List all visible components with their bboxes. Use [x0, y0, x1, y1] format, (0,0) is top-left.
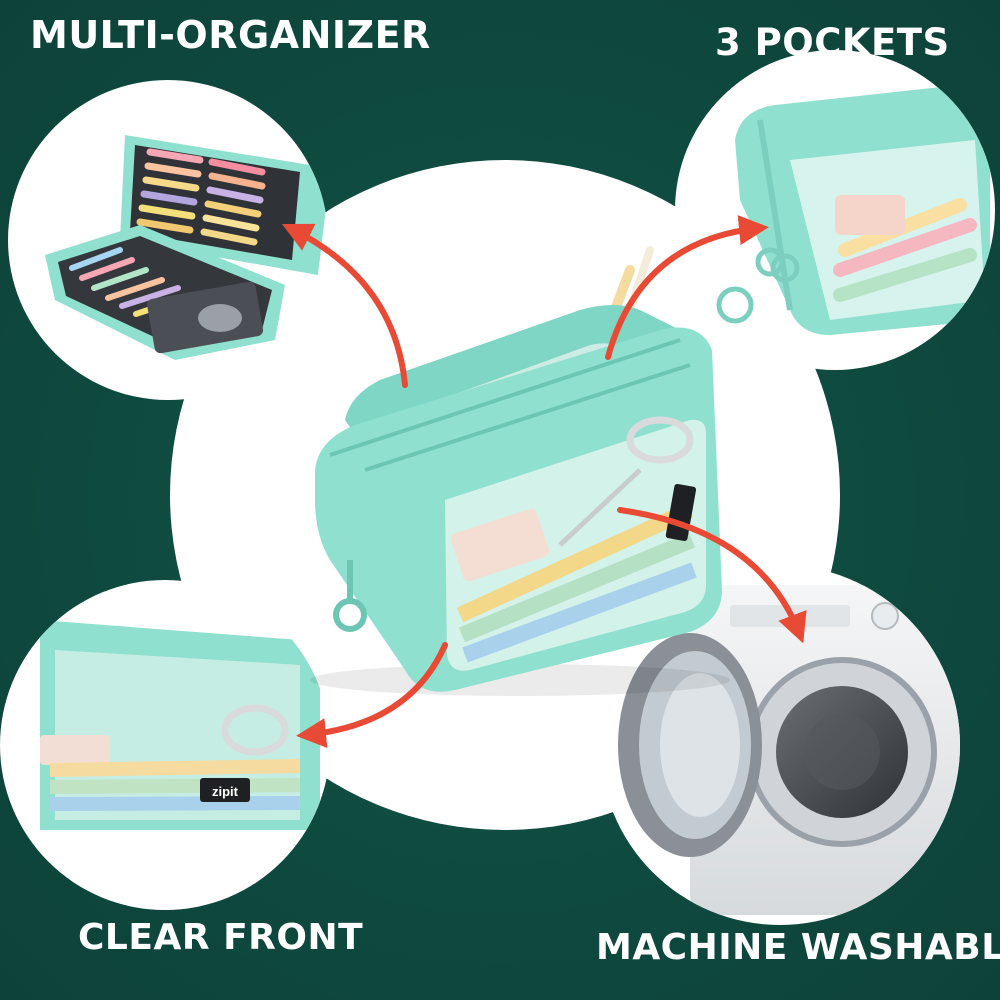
arrow-to-organizer — [281, 223, 408, 388]
label-multi-organizer: MULTI-ORGANIZER — [30, 13, 431, 57]
brand-tag-text: zipit — [212, 784, 239, 799]
arrow-to-pockets — [605, 215, 769, 360]
arrow-to-clear-front — [296, 642, 448, 748]
label-3-pockets: 3 POCKETS — [715, 21, 950, 64]
label-machine-washable: MACHINE WASHABLE — [596, 927, 1000, 968]
arrow-to-washer — [617, 507, 807, 644]
pockets-photo — [675, 50, 995, 370]
organizer-photo — [8, 80, 328, 400]
clear-front-photo — [0, 580, 330, 910]
label-clear-front: CLEAR FRONT — [78, 917, 364, 958]
pencil-case-illustration — [310, 246, 730, 696]
washer-photo — [600, 565, 960, 925]
